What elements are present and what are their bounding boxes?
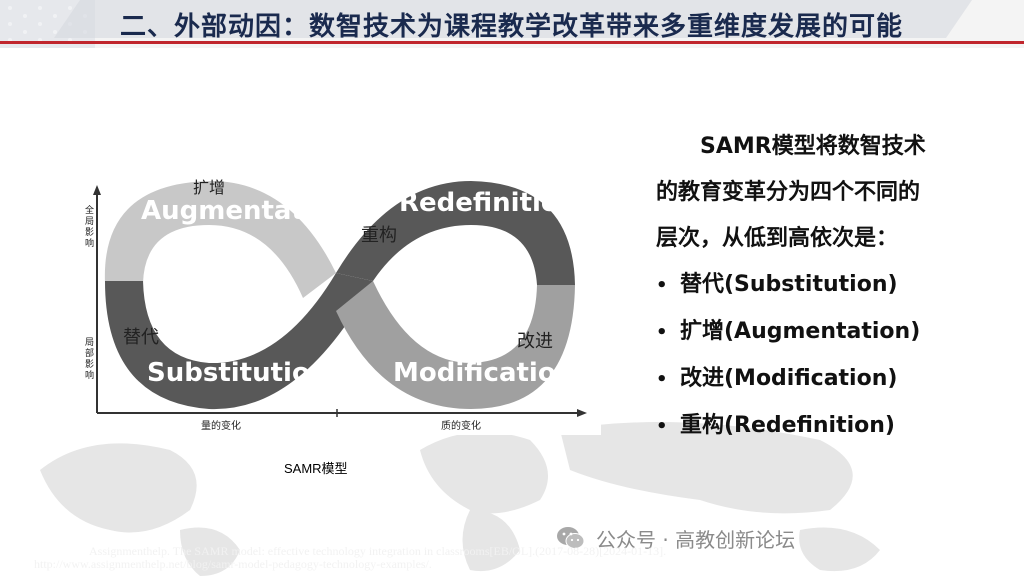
x-label-quantity: 量的变化: [201, 419, 241, 432]
list-item: • 改进(Modification): [656, 356, 996, 403]
y-label-bottom-3: 影: [85, 359, 94, 370]
list-item: • 重构(Redefinition): [656, 403, 996, 450]
substitution-band: [105, 273, 373, 410]
modification-band: [336, 281, 575, 409]
world-map-background: [40, 422, 880, 576]
diagram-caption: SAMR模型: [284, 461, 348, 476]
y-label-top-3: 影: [85, 227, 94, 238]
augmentation-band: [104, 181, 336, 298]
samr-description: SAMR模型将数智技术 的教育变革分为四个不同的 层次，从低到高依次是： • 替代…: [656, 124, 996, 450]
y-label-top-4: 响: [85, 237, 94, 249]
bullet-dot: •: [656, 322, 668, 343]
y-label-bottom-4: 响: [85, 369, 94, 381]
y-label-bottom-2: 部: [85, 347, 94, 359]
list-item: • 替代(Substitution): [656, 262, 996, 309]
samr-diagram: 扩增 Augmentation Redefinition 重构 替代 Subst…: [81, 163, 601, 435]
level-redefinition: 重构(Redefinition): [680, 413, 895, 438]
y-label-top-1: 全: [85, 204, 94, 216]
modification-en-label: Modification: [393, 358, 574, 388]
y-label-bottom-1: 局: [85, 337, 94, 348]
x-axis-arrow: [577, 409, 587, 417]
intro-line-1: SAMR模型将数智技术: [700, 134, 926, 159]
modification-cn-label: 改进: [517, 331, 553, 352]
account-watermark: 公众号 · 高教创新论坛: [556, 523, 795, 553]
list-item: • 扩增(Augmentation): [656, 309, 996, 356]
intro-line-2: 的教育变革分为四个不同的: [656, 180, 921, 205]
redefinition-cn-label: 重构: [361, 225, 397, 246]
y-axis-arrow: [93, 185, 101, 195]
redefinition-en-label: Redefinition: [399, 188, 577, 218]
reference-footnote: 参考文献：Assignmenthelp. The SAMR model: eff…: [34, 545, 1014, 571]
bullet-dot: •: [656, 275, 668, 296]
intro-paragraph: SAMR模型将数智技术 的教育变革分为四个不同的 层次，从低到高依次是：: [656, 124, 996, 262]
reference-label: 参考文献：: [34, 545, 89, 558]
reference-text: Assignmenthelp. The SAMR model: effectiv…: [89, 544, 667, 558]
augmentation-cn-label: 扩增: [193, 178, 225, 197]
redefinition-band: [336, 181, 575, 285]
augmentation-en-label: Augmentation: [141, 196, 349, 226]
reference-url: http://www.assignmenthelp.net/blog/samr-…: [34, 557, 432, 571]
y-label-top-2: 局: [85, 216, 94, 227]
substitution-cn-label: 替代: [123, 327, 159, 348]
title-banner-background: [0, 0, 1024, 48]
level-augmentation: 扩增(Augmentation): [680, 319, 921, 344]
level-modification: 改进(Modification): [680, 366, 898, 391]
watermark-text: 公众号 · 高教创新论坛: [596, 527, 796, 552]
bullet-dot: •: [656, 369, 668, 390]
intro-line-3: 层次，从低到高依次是：: [656, 226, 899, 251]
level-substitution: 替代(Substitution): [680, 272, 898, 297]
page-title: 二、外部动因：数智技术为课程教学改革带来多重维度发展的可能: [120, 12, 904, 42]
wechat-icon: [557, 527, 585, 549]
title-banner: 二、外部动因：数智技术为课程教学改革带来多重维度发展的可能: [0, 0, 1024, 48]
bullet-dot: •: [656, 416, 668, 437]
substitution-en-label: Substitution: [147, 358, 328, 388]
x-label-quality: 质的变化: [441, 419, 481, 432]
samr-levels-list: • 替代(Substitution) • 扩增(Augmentation) • 改进(…: [656, 262, 996, 450]
